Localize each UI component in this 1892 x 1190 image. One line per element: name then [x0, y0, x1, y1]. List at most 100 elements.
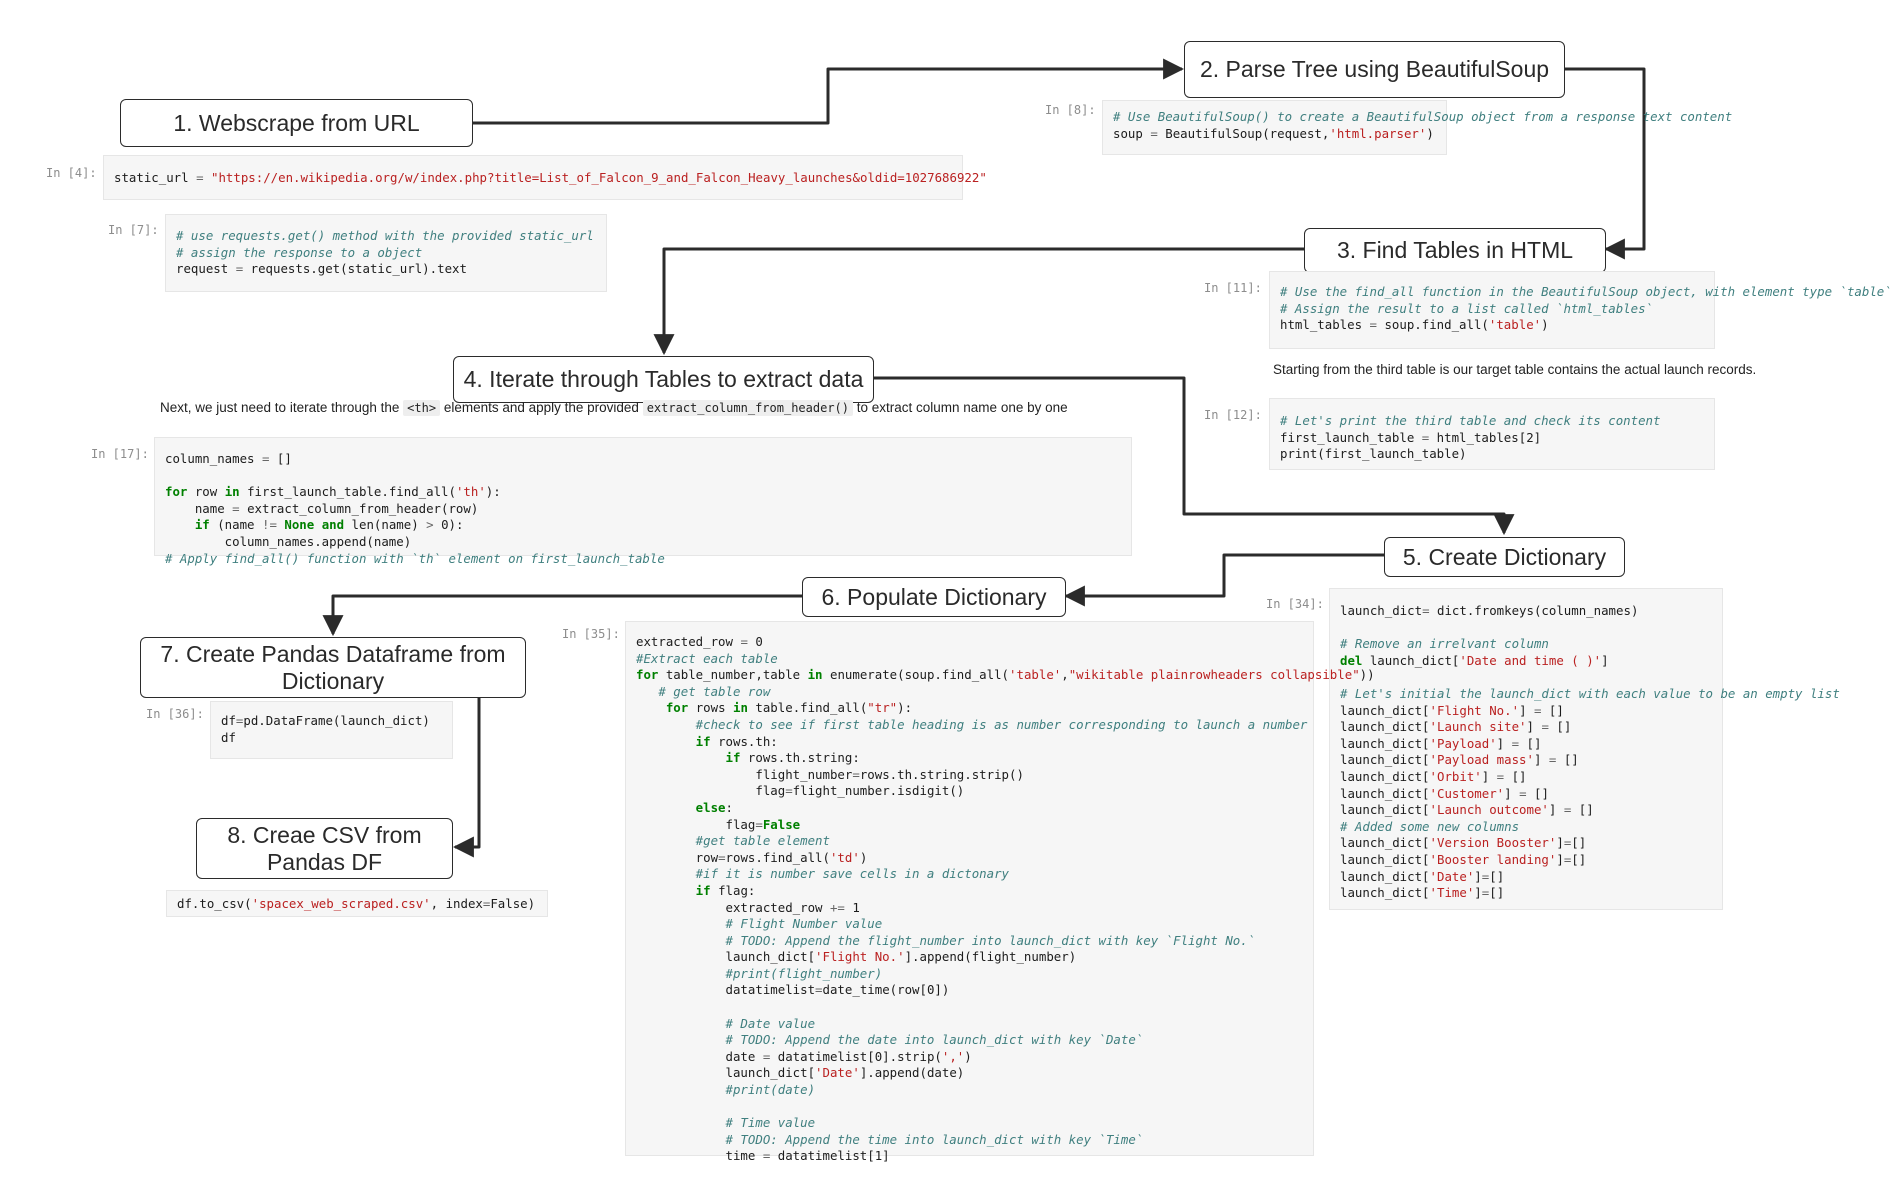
code-token: = — [482, 896, 491, 911]
code-token: name — [165, 500, 233, 516]
code-cell-launch-dict[interactable]: launch_dict= dict.fromkeys(column_names)… — [1329, 588, 1840, 910]
code-token: ) — [1426, 125, 1434, 141]
code-token: row — [636, 849, 719, 865]
code-token: ) — [859, 849, 868, 865]
code-token: 'table' — [1009, 667, 1062, 683]
code-cell-to-csv[interactable]: df.to_csv('spacex_web_scraped.csv', inde… — [166, 890, 548, 917]
code-block: df=pd.DataFrame(launch_dict) df — [221, 713, 442, 746]
code-token: rows.th.string: — [747, 750, 860, 766]
code-block: # use requests.get() method with the pro… — [176, 228, 596, 278]
cell-prompt: In [36]: — [146, 707, 204, 721]
code-token: flight_number.isdigit() — [792, 783, 965, 799]
code-cell-populate-dictionary[interactable]: extracted_row = 0 #Extract each table fo… — [625, 621, 1375, 1163]
code-token: = — [755, 816, 763, 832]
code-token: for — [636, 667, 666, 683]
code-token: ',' — [941, 1048, 965, 1064]
step-5-create-dictionary: 5. Create Dictionary — [1384, 537, 1625, 577]
code-token: if — [636, 750, 748, 766]
code-token: launch_dict[ — [1340, 802, 1430, 818]
code-token: launch_dict[ — [1340, 735, 1430, 751]
code-cell-beautifulsoup[interactable]: # Use BeautifulSoup() to create a Beauti… — [1102, 100, 1732, 155]
step-4-iterate-tables: 4. Iterate through Tables to extract dat… — [453, 356, 874, 403]
code-token: # Assign the result to a list called `ht… — [1280, 300, 1653, 316]
code-token: if — [636, 882, 719, 898]
code-token: in — [807, 667, 830, 683]
code-token: = — [1422, 603, 1437, 618]
code-token: else — [636, 799, 726, 815]
code-token: ] — [1504, 785, 1520, 801]
code-token: # TODO: Append the time into launch_dict… — [636, 1131, 1144, 1147]
code-token: ] — [1481, 768, 1497, 784]
code-token: html_tables[2] — [1436, 429, 1542, 445]
code-token: column_names.append(name) — [165, 533, 412, 549]
code-token: #check to see if first table heading is … — [636, 716, 1308, 732]
code-cell-first-launch-table[interactable]: # Let's print the third table and check … — [1269, 398, 1715, 470]
code-token: > — [426, 517, 442, 533]
code-token: = — [1548, 752, 1564, 768]
code-token: = — [1511, 735, 1527, 751]
code-token: , index — [430, 896, 483, 911]
code-token: ].append(date) — [859, 1065, 965, 1081]
code-token: and — [321, 517, 352, 533]
code-token: time — [636, 1148, 763, 1164]
code-token: 'Launch site' — [1429, 719, 1527, 735]
cell-prompt: In [34]: — [1266, 597, 1324, 611]
code-token: launch_dict[ — [636, 949, 816, 965]
code-token: datatimelist — [636, 982, 816, 998]
code-cell-request[interactable]: # use requests.get() method with the pro… — [165, 214, 607, 292]
code-token: = — [196, 170, 211, 185]
cell-prompt: In [17]: — [91, 447, 149, 461]
code-token: = — [740, 634, 756, 649]
code-token: rows — [695, 700, 733, 716]
code-token: [] — [276, 451, 292, 466]
arrow-5-to-6 — [1063, 553, 1384, 607]
code-token: 'th' — [455, 484, 486, 500]
code-token: for — [165, 484, 195, 500]
code-token: [] — [1489, 868, 1505, 884]
code-token: False — [762, 816, 801, 832]
code-token: if — [165, 517, 218, 533]
code-token: = — [762, 1148, 778, 1164]
code-token: rows.find_all( — [725, 849, 830, 865]
code-token: = — [1421, 429, 1437, 445]
code-token: = — [718, 849, 726, 865]
code-token: enumerate(soup.find_all( — [829, 667, 1010, 683]
code-token: requests.get(static_url).text — [250, 261, 467, 277]
code-cell-static-url[interactable]: static_url = "https://en.wikipedia.org/w… — [103, 155, 987, 200]
code-token: 'spacex_web_scraped.csv' — [251, 896, 431, 911]
code-token: launch_dict[ — [1340, 885, 1430, 901]
code-cell-find-all-tables[interactable]: # Use the find_all function in the Beaut… — [1269, 271, 1892, 349]
code-token: extracted_row — [636, 634, 741, 649]
code-token: pd.DataFrame(launch_dict) — [243, 713, 430, 728]
cell-prompt: In [4]: — [46, 166, 97, 180]
code-cell-dataframe[interactable]: df=pd.DataFrame(launch_dict) df — [210, 701, 453, 759]
code-token: , — [1061, 667, 1069, 683]
code-token: # Remove an irrelvant column — [1340, 636, 1549, 652]
code-token: "tr" — [867, 700, 898, 716]
step-8-create-csv: 8. Creae CSV from Pandas DF — [196, 818, 453, 879]
cell-prompt: In [12]: — [1204, 408, 1262, 422]
code-token: extracted_row — [636, 899, 830, 915]
code-token: in — [733, 700, 756, 716]
code-token: 'Launch outcome' — [1429, 802, 1549, 818]
code-token: launch_dict — [1340, 603, 1423, 618]
code-token: 'td' — [829, 849, 860, 865]
code-token: request — [176, 261, 236, 277]
code-token: launch_dict[ — [1340, 719, 1430, 735]
code-token: = — [762, 1048, 778, 1064]
markdown-third-table: Starting from the third table is our tar… — [1273, 362, 1757, 377]
code-token: [] — [1578, 802, 1594, 818]
code-token: first_launch_table.find_all( — [247, 484, 456, 500]
code-token: [] — [1571, 851, 1587, 867]
code-block: # Use the find_all function in the Beaut… — [1280, 284, 1892, 334]
code-token: ) — [964, 1048, 972, 1064]
code-token: # Let's initial the launch_dict with eac… — [1340, 685, 1840, 701]
md-text: to extract column name one by one — [853, 400, 1068, 415]
code-cell-column-names[interactable]: column_names = [] for row in first_launc… — [154, 437, 1132, 566]
code-token: if — [636, 733, 719, 749]
code-token: flag: — [718, 882, 756, 898]
code-token: df — [221, 729, 236, 745]
markdown-iterate-th: Next, we just need to iterate through th… — [160, 400, 1068, 416]
code-token: flag — [636, 816, 756, 832]
code-token: # get table row — [636, 683, 771, 699]
